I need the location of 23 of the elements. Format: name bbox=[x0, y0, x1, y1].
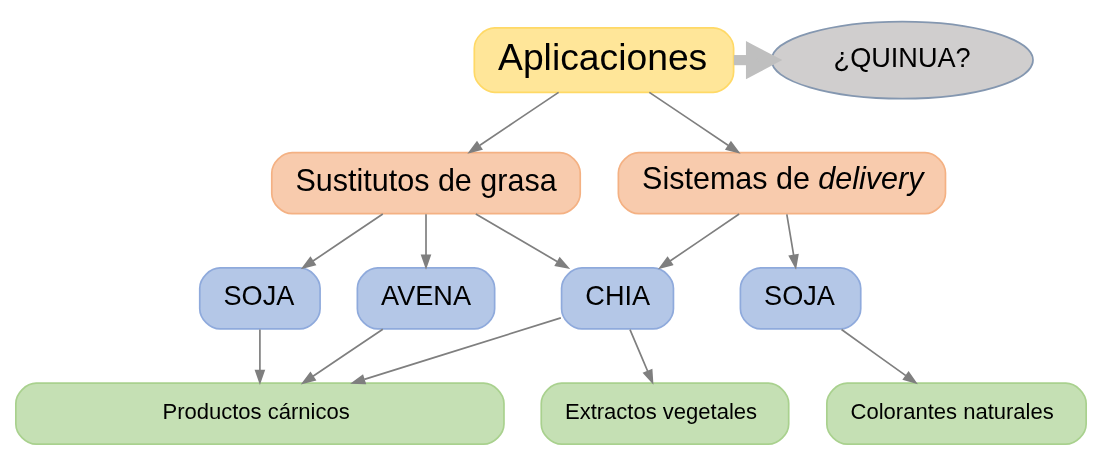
arrow bbox=[840, 328, 918, 384]
arrow bbox=[467, 91, 560, 154]
arrow bbox=[420, 212, 432, 270]
node-box: Sistemas de delivery bbox=[617, 151, 947, 215]
node-box: CHIA bbox=[560, 266, 675, 330]
node-ellipse: ¿QUINUA? bbox=[770, 20, 1034, 100]
node-box: AVENA bbox=[356, 266, 496, 330]
node-box: Extractos vegetales bbox=[540, 381, 790, 445]
node-box: Colorantes naturales bbox=[826, 381, 1087, 445]
arrow bbox=[300, 212, 384, 269]
arrow bbox=[657, 212, 740, 269]
node-box: SOJA bbox=[739, 266, 862, 330]
arrow bbox=[254, 328, 266, 385]
node-box: Aplicaciones bbox=[473, 26, 735, 93]
arrow bbox=[474, 212, 571, 269]
arrow bbox=[300, 327, 384, 384]
arrow bbox=[350, 316, 562, 384]
node-box: SOJA bbox=[198, 266, 321, 330]
arrow bbox=[629, 328, 654, 385]
arrow bbox=[785, 212, 799, 270]
node-box: Productos cárnicos bbox=[15, 381, 505, 445]
node-box: Sustitutos de grasa bbox=[270, 151, 582, 215]
arrow bbox=[648, 91, 741, 154]
